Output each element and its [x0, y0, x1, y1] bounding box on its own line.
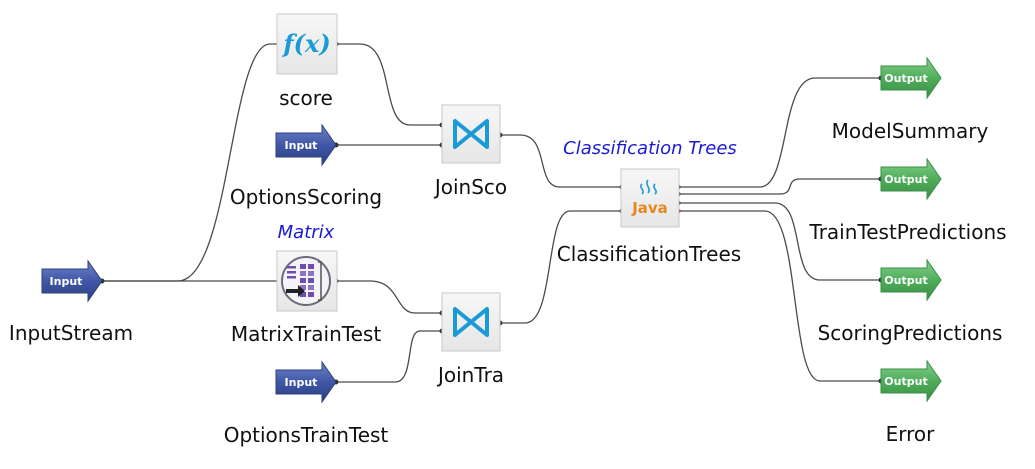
- output-arrow-icon: [880, 359, 942, 403]
- node-label: JoinSco: [433, 175, 507, 199]
- connector-matrix-to-jointra[interactable]: [336, 280, 442, 314]
- output-arrow-icon: [880, 258, 942, 302]
- node-label: ModelSummary: [832, 119, 989, 143]
- connector-optionstraintest-to-jointra[interactable]: [336, 330, 442, 383]
- node-join-sco[interactable]: JoinSco: [433, 104, 507, 199]
- node-badge: Output: [884, 173, 927, 186]
- connector-to-modelsummary[interactable]: [678, 77, 881, 188]
- node-classification-trees[interactable]: Classification Trees Java Classification…: [557, 138, 741, 266]
- node-box: [620, 168, 680, 228]
- output-arrow-icon: [880, 157, 942, 201]
- node-options-scoring[interactable]: Input OptionsScoring: [230, 123, 382, 209]
- join-icon: [453, 119, 489, 149]
- node-badge: Input: [285, 139, 318, 152]
- node-label: TrainTestPredictions: [808, 220, 1006, 244]
- node-label: OptionsTrainTest: [224, 423, 389, 447]
- connector-to-traintestpredictions[interactable]: [678, 178, 881, 195]
- node-badge: Output: [884, 375, 927, 388]
- node-label: ClassificationTrees: [557, 242, 741, 266]
- connector-score-to-joinsco[interactable]: [336, 43, 442, 126]
- node-options-train-test[interactable]: Input OptionsTrainTest: [224, 360, 389, 447]
- node-badge: Output: [884, 72, 927, 85]
- input-arrow-icon: [275, 123, 337, 167]
- connector-to-scoringpredictions[interactable]: [678, 202, 881, 281]
- connector-to-error[interactable]: [678, 210, 881, 382]
- node-label: ScoringPredictions: [818, 321, 1003, 345]
- input-arrow-icon: [275, 360, 337, 404]
- java-icon: Java: [631, 179, 668, 217]
- connector-jointra-to-classificationtrees[interactable]: [500, 210, 622, 324]
- connector-joinsco-to-classificationtrees[interactable]: [500, 134, 622, 188]
- node-badge: Output: [884, 274, 927, 287]
- function-icon: f(x): [281, 29, 330, 58]
- node-annotation: Classification Trees: [563, 138, 737, 159]
- svg-text:Java: Java: [631, 199, 668, 217]
- node-label: OptionsScoring: [230, 185, 382, 209]
- node-annotation: Matrix: [278, 222, 335, 243]
- node-input-stream[interactable]: Input InputStream: [9, 259, 133, 345]
- node-label: score: [279, 86, 333, 110]
- node-box: [276, 13, 338, 75]
- node-join-tra[interactable]: JoinTra: [436, 292, 504, 387]
- node-score[interactable]: f(x) score: [276, 13, 338, 110]
- node-matrix-train-test[interactable]: Matrix MatrixTrainTest: [231, 222, 382, 346]
- node-model-summary[interactable]: Output ModelSummary: [832, 56, 989, 143]
- node-scoring-predictions[interactable]: Output ScoringPredictions: [818, 258, 1003, 345]
- node-badge: Input: [285, 376, 318, 389]
- matrix-icon: [281, 256, 331, 306]
- connector-group: [102, 43, 881, 383]
- node-train-test-predictions[interactable]: Output TrainTestPredictions: [808, 157, 1007, 244]
- node-label: InputStream: [9, 321, 133, 345]
- connector-input-to-score[interactable]: [102, 43, 279, 282]
- node-label: JoinTra: [436, 363, 504, 387]
- node-badge: Input: [50, 275, 83, 288]
- join-icon: [453, 307, 489, 337]
- node-label: MatrixTrainTest: [231, 322, 382, 346]
- input-arrow-icon: [41, 259, 103, 303]
- output-arrow-icon: [880, 56, 942, 100]
- node-error[interactable]: Output Error: [880, 359, 942, 446]
- node-label: Error: [886, 422, 936, 446]
